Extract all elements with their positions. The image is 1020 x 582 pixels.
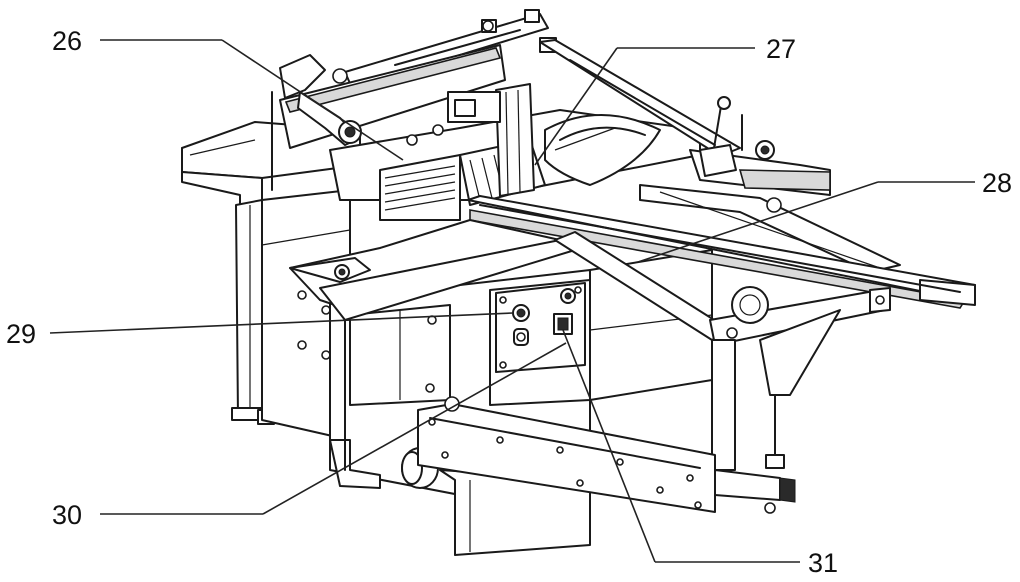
machine-drawing xyxy=(181,9,976,556)
planer-fence xyxy=(271,9,557,191)
crosscut-fence xyxy=(467,195,976,309)
callout-label-26: 26 xyxy=(52,26,82,56)
cabinet-base xyxy=(329,439,591,556)
cabinet-left xyxy=(261,189,351,441)
sliding-rails xyxy=(639,96,901,273)
callout-label-31: 31 xyxy=(808,548,838,578)
control-panel xyxy=(495,282,586,373)
callouts: 26 27 28 29 30 31 xyxy=(6,26,1012,578)
callout-label-30: 30 xyxy=(52,500,82,530)
lower-carriage-arm xyxy=(417,396,796,514)
leader-31 xyxy=(562,329,656,563)
saw-blade-area xyxy=(539,39,741,186)
callout-label-28: 28 xyxy=(982,168,1012,198)
callout-label-27: 27 xyxy=(766,34,796,64)
outrigger-frame xyxy=(554,231,891,471)
leader-29 xyxy=(49,312,514,334)
callout-label-29: 29 xyxy=(6,319,36,349)
